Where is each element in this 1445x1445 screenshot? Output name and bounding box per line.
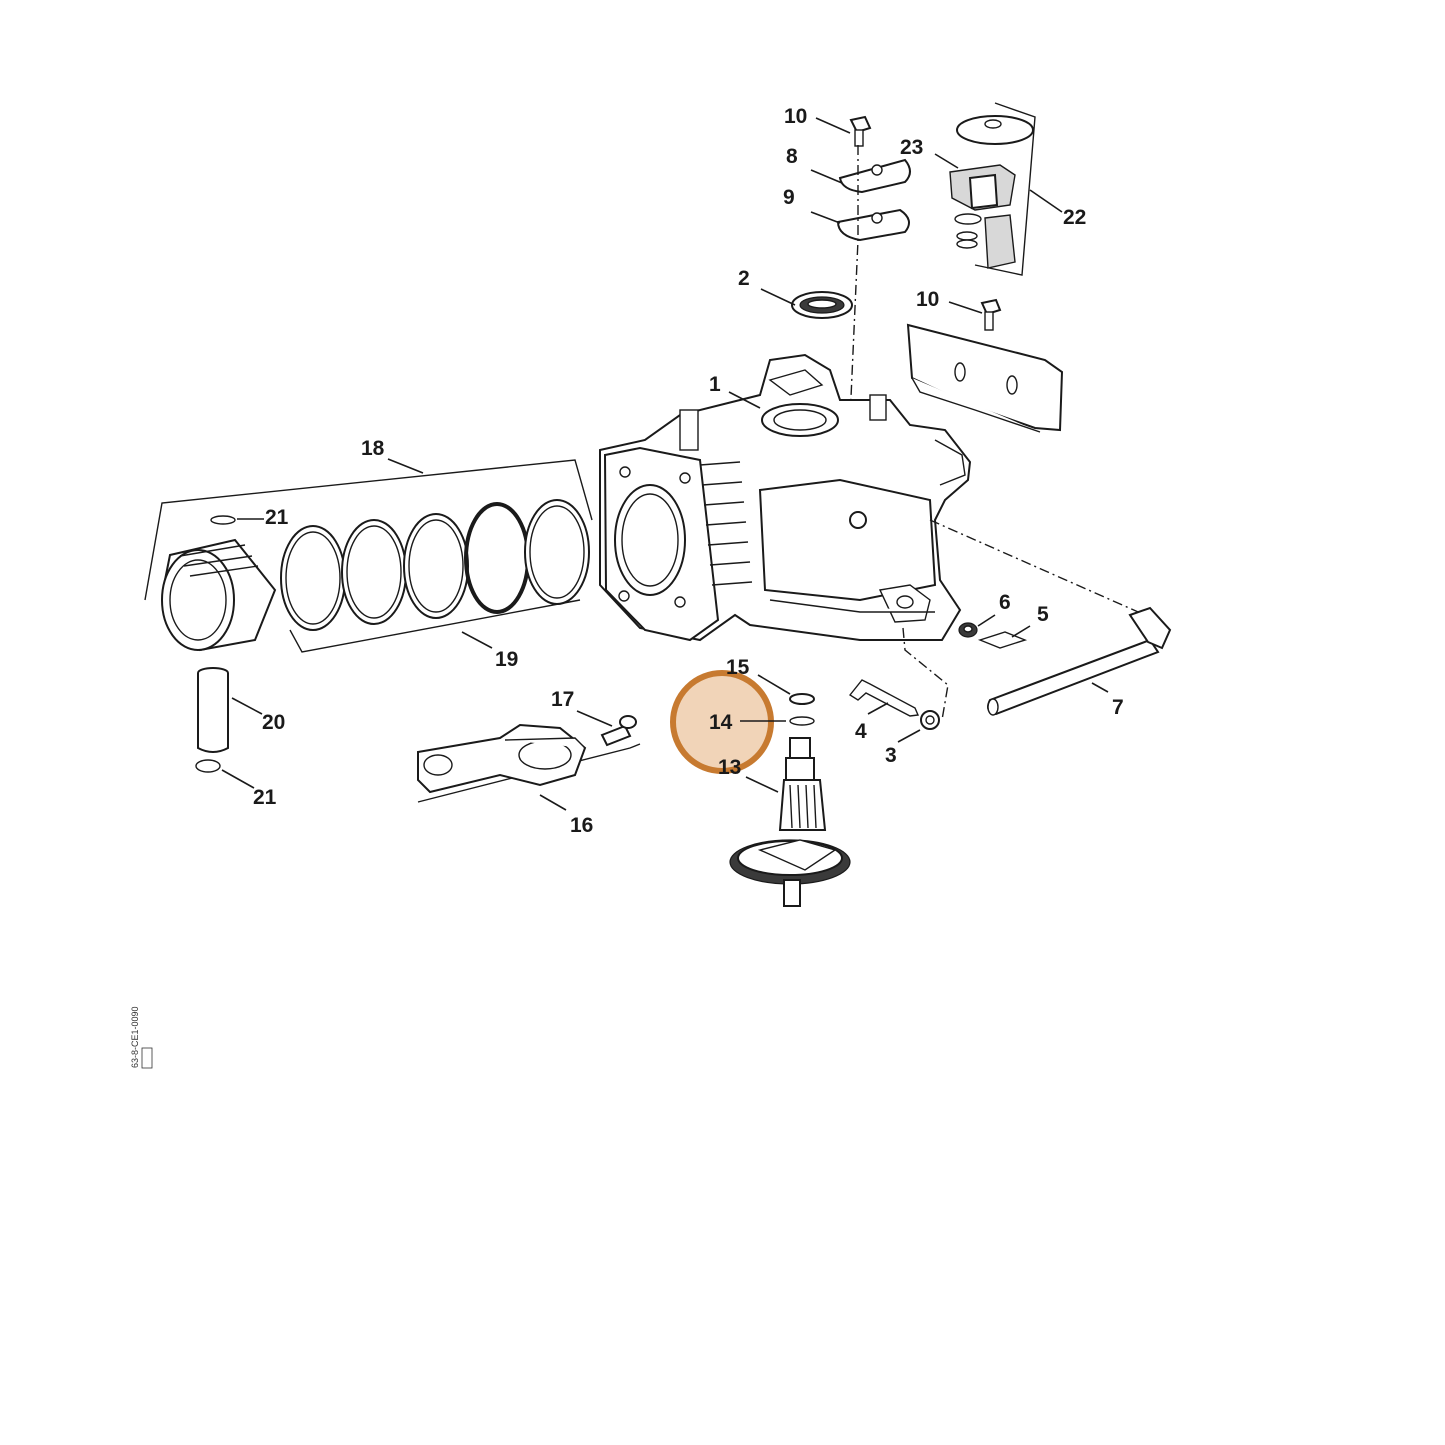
tube-7[interactable] (987, 606, 1172, 716)
callout-18[interactable]: 18 (361, 437, 385, 460)
callout-10-lower[interactable]: 10 (916, 288, 939, 311)
callout-2[interactable]: 2 (738, 267, 750, 290)
callout-6[interactable]: 6 (999, 591, 1011, 614)
plate-8[interactable] (838, 158, 911, 194)
bolt-10-lower[interactable] (980, 298, 1002, 331)
camshaft-13[interactable] (729, 737, 851, 907)
svg-text:63-8-CE1-0090: 63-8-CE1-0090 (130, 1006, 140, 1068)
engine-block-1[interactable] (599, 353, 972, 642)
callout-7[interactable]: 7 (1112, 696, 1124, 719)
callout-8[interactable]: 8 (786, 145, 798, 168)
callout-labels: 10 8 9 23 22 2 10 1 18 21 19 20 21 17 16… (253, 105, 1124, 837)
bolt-10-upper[interactable] (849, 115, 872, 147)
circlip-21-upper[interactable] (210, 515, 236, 525)
piston-pin-20[interactable] (197, 667, 229, 753)
callout-20[interactable]: 20 (262, 711, 285, 734)
callout-22[interactable]: 22 (1063, 206, 1086, 229)
seal-2[interactable] (791, 291, 853, 319)
callout-5[interactable]: 5 (1037, 603, 1049, 626)
cover-plate[interactable] (906, 323, 1064, 433)
callout-21-upper[interactable]: 21 (265, 506, 289, 529)
leader-lines (221, 117, 1109, 811)
callout-14[interactable]: 14 (709, 711, 733, 734)
ring-set-18[interactable] (144, 459, 593, 653)
callout-4[interactable]: 4 (855, 720, 867, 743)
callout-1[interactable]: 1 (709, 373, 721, 396)
washer-3[interactable] (920, 710, 940, 730)
bolt-17[interactable] (600, 715, 637, 747)
nut-6[interactable] (958, 622, 978, 638)
connecting-rod-16[interactable] (417, 723, 641, 803)
callout-21-lower[interactable]: 21 (253, 786, 277, 809)
highlight-marker (670, 670, 774, 774)
callout-16[interactable]: 16 (570, 814, 593, 837)
callout-23[interactable]: 23 (900, 136, 923, 159)
plate-9[interactable] (836, 208, 910, 242)
circlip-21-lower[interactable] (195, 759, 221, 773)
callout-17[interactable]: 17 (551, 688, 574, 711)
callout-9[interactable]: 9 (783, 186, 795, 209)
washer-15[interactable] (789, 693, 815, 705)
piston[interactable] (161, 538, 277, 652)
washer-14[interactable] (789, 716, 815, 726)
callout-15[interactable]: 15 (726, 656, 750, 679)
reference-code: 63-8-CE1-0090 (130, 1006, 153, 1069)
callout-19[interactable]: 19 (495, 648, 518, 671)
callout-10-upper[interactable]: 10 (784, 105, 807, 128)
part-group-22[interactable] (949, 102, 1036, 276)
clip-5[interactable] (977, 631, 1028, 649)
callout-13[interactable]: 13 (718, 756, 741, 779)
callout-3[interactable]: 3 (885, 744, 897, 767)
lever-4[interactable] (848, 679, 920, 717)
